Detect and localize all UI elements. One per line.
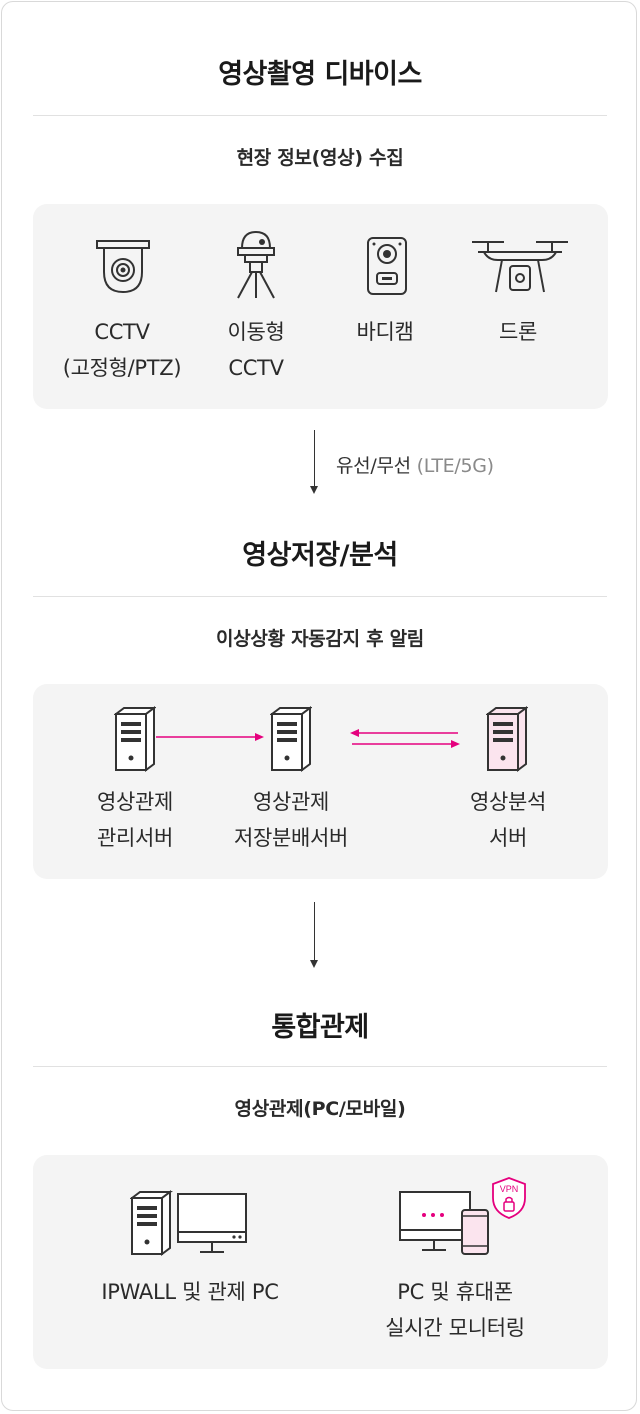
mobile-cctv-icon	[237, 230, 275, 299]
connection-label: 유선/무선 (LTE/5G)	[336, 451, 494, 478]
section-subtitle-capture: 현장 정보(영상) 수집	[236, 147, 404, 169]
section-subtitle-control: 영상관제(PC/모바일)	[234, 1098, 406, 1120]
divider	[33, 596, 607, 597]
control-label-mobile-monitoring: PC 및 휴대폰 실시간 모니터링	[385, 1280, 525, 1340]
connection-detail: (LTE/5G)	[416, 455, 495, 477]
section-title-capture: 영상촬영 디바이스	[218, 59, 422, 90]
device-label-mobile-cctv: 이동형 CCTV	[227, 320, 285, 380]
flow-arrow-line	[313, 902, 315, 960]
section-title-storage: 영상저장/분석	[242, 540, 398, 571]
server-icon	[114, 706, 156, 772]
flow-arrow-head	[310, 960, 318, 968]
flow-arrow-head	[310, 486, 318, 494]
section-title-control: 통합관제	[271, 1012, 369, 1043]
data-flow-arrow	[156, 733, 264, 741]
flow-arrow-line	[313, 430, 315, 486]
server-label-management: 영상관제 관리서버	[96, 790, 174, 850]
section-subtitle-storage: 이상상황 자동감지 후 알림	[216, 628, 424, 650]
bodycam-icon	[367, 237, 407, 295]
pc-monitor-icon	[130, 1190, 247, 1256]
control-label-ipwall: IPWALL 및 관제 PC	[101, 1280, 279, 1304]
analysis-server-icon	[486, 706, 528, 772]
bidirectional-arrow	[350, 729, 460, 748]
server-label-storage: 영상관제 저장분배서버	[233, 790, 349, 850]
device-label-bodycam: 바디캠	[356, 320, 414, 344]
vpn-shield-icon	[492, 1177, 526, 1219]
capture-devices-panel	[33, 204, 608, 409]
monitor-phone-icon	[399, 1191, 489, 1255]
divider	[33, 1066, 607, 1067]
server-label-analysis: 영상분석 서버	[469, 790, 547, 850]
drone-icon	[472, 241, 568, 293]
dome-cctv-icon	[96, 240, 150, 294]
device-label-drone: 드론	[498, 320, 538, 344]
device-label-cctv: CCTV (고정형/PTZ)	[62, 320, 182, 380]
connection-type: 유선/무선	[336, 455, 411, 477]
server-icon	[270, 706, 312, 772]
vpn-badge-label: VPN	[499, 1184, 519, 1194]
divider	[33, 115, 607, 116]
